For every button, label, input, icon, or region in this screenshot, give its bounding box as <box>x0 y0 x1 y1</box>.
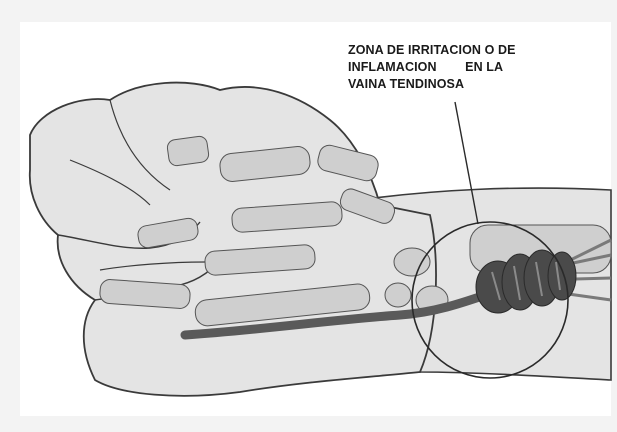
callout-line-2: INFLAMACION EN LA <box>348 59 598 76</box>
bone-carpal-1 <box>394 248 430 276</box>
callout-line-1: ZONA DE IRRITACION O DE <box>348 42 598 59</box>
callout-label: ZONA DE IRRITACION O DE INFLAMACION EN L… <box>348 42 598 93</box>
bone-phalanx-1 <box>166 135 209 166</box>
callout-line-3: VAINA TENDINOSA <box>348 76 598 93</box>
bone-carpal-3 <box>385 283 411 307</box>
hand-outline <box>30 83 436 396</box>
